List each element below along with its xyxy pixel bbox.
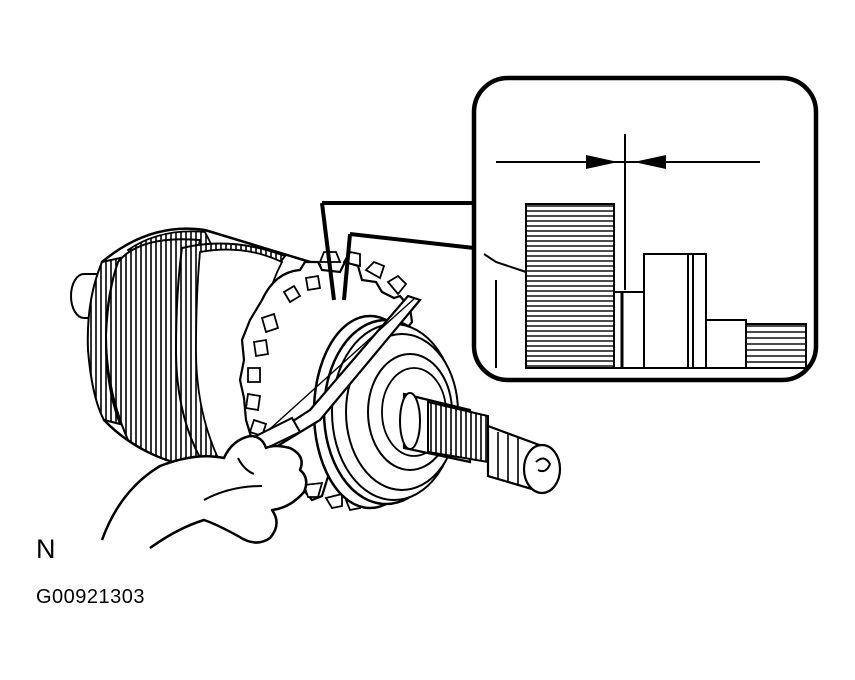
detail-inset — [471, 75, 819, 383]
hand-icon — [100, 434, 308, 550]
output-shaft — [399, 392, 562, 495]
callout-leader — [320, 201, 475, 301]
clearance-arrow-icon — [586, 155, 666, 169]
clutch-drum — [86, 227, 332, 474]
figure-code-label: G00921303 — [36, 586, 146, 608]
view-letter-label: N — [36, 534, 56, 564]
